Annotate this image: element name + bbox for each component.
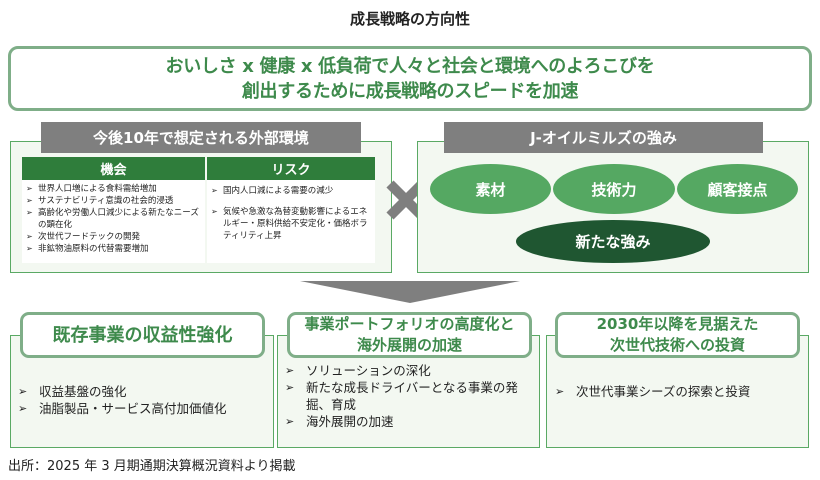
list-item-text: 国内人口減による需要の減少 (223, 186, 334, 196)
list-item: ➢ 非鉱物油原料の代替需要増加 (26, 243, 205, 255)
list-item-text: 海外展開の加速 (306, 414, 394, 429)
strategy-card-3-title: 2030年以降を見据えた 次世代技術への投資 (555, 312, 800, 358)
opportunities-panel: 機会 ➢ 世界人口増による食料需給増加 ➢ サステナビリティ意識の社会的浸透 ➢ 高齢… (22, 157, 205, 263)
arrow-bullet-icon: ➢ (26, 184, 33, 193)
strategy-title-line: 既存事業の収益性強化 (52, 324, 233, 346)
arrow-bullet-icon: ➢ (26, 232, 33, 241)
list-item: ➢ 新たな成長ドライバーとなる事業の発掘、育成 (281, 379, 539, 413)
list-item-text: 油脂製品・サービス高付加価値化 (39, 401, 227, 416)
down-arrow-icon (300, 281, 520, 303)
list-item: ➢ 気候や急激な為替変動影響によるエネルギー・原料供給不安定化・価格ボラティリティ… (211, 206, 375, 242)
strategy-card-2-list: ➢ ソリューションの深化 ➢ 新たな成長ドライバーとなる事業の発掘、育成 ➢ 海外展開… (281, 362, 539, 430)
strength-customer-contact: 顧客接点 (677, 164, 798, 214)
vision-line-1: おいしさ x 健康 x 低負荷で人々と社会と環境へのよろこびを (165, 55, 655, 77)
arrow-bullet-icon: ➢ (26, 196, 33, 205)
strategy-title-line: 次世代技術への投資 (609, 336, 745, 354)
arrow-bullet-icon: ➢ (211, 207, 218, 216)
risks-panel: リスク ➢ 国内人口減による需要の減少 ➢ 気候や急激な為替変動影響によるエネルギー… (207, 157, 375, 263)
list-item-text: 次世代事業シーズの探索と投資 (576, 384, 751, 399)
vision-statement-box: おいしさ x 健康 x 低負荷で人々と社会と環境へのよろこびを 創出するために成… (8, 46, 812, 111)
arrow-bullet-icon: ➢ (211, 186, 218, 195)
list-item: ➢ サステナビリティ意識の社会的浸透 (26, 195, 205, 207)
arrow-bullet-icon: ➢ (555, 385, 565, 398)
arrow-bullet-icon: ➢ (26, 244, 33, 253)
list-item-text: 新たな成長ドライバーとなる事業の発掘、育成 (306, 380, 518, 412)
list-item: ➢ 海外展開の加速 (281, 413, 539, 430)
list-item-text: 非鉱物油原料の代替需要増加 (38, 244, 149, 254)
list-item: ➢ 高齢化や労働人口減少による新たなニーズの顕在化 (26, 207, 205, 231)
arrow-bullet-icon: ➢ (18, 402, 28, 415)
risks-header: リスク (207, 157, 375, 180)
strategy-card-1-title: 既存事業の収益性強化 (20, 312, 265, 358)
strategy-title-line: 2030年以降を見据えた (596, 315, 759, 333)
list-item: ➢ ソリューションの深化 (281, 362, 539, 379)
arrow-bullet-icon: ➢ (18, 385, 28, 398)
arrow-bullet-icon: ➢ (285, 364, 295, 377)
list-item-text: 次世代フードテックの開発 (38, 232, 141, 242)
list-item-text: ソリューションの深化 (306, 363, 431, 378)
page-title: 成長戦略の方向性 (349, 10, 470, 28)
strength-technology: 技術力 (553, 164, 675, 214)
arrow-bullet-icon: ➢ (285, 381, 295, 394)
strengths-header: J-オイルミルズの強み (444, 122, 763, 153)
list-item-text: 気候や急激な為替変動影響によるエネルギー・原料供給不安定化・価格ボラティリティ上… (223, 207, 368, 241)
strategy-card-2-title: 事業ポートフォリオの高度化と 海外展開の加速 (287, 312, 532, 358)
list-item: ➢ 世界人口増による食料需給増加 (26, 183, 205, 195)
strategy-card-1-list: ➢ 収益基盤の強化 ➢ 油脂製品・サービス高付加価値化 (14, 383, 272, 417)
list-item: ➢ 次世代フードテックの開発 (26, 231, 205, 243)
list-item: ➢ 収益基盤の強化 (14, 383, 272, 400)
strategy-title-line: 海外展開の加速 (356, 336, 462, 354)
strength-new: 新たな強み (516, 220, 710, 263)
vision-line-2: 創出するために成長戦略のスピードを加速 (241, 80, 579, 102)
list-item: ➢ 国内人口減による需要の減少 (211, 185, 375, 197)
list-item-text: 世界人口増による食料需給増加 (38, 184, 157, 194)
opportunities-header: 機会 (22, 157, 205, 180)
list-item-text: サステナビリティ意識の社会的浸透 (38, 196, 174, 206)
risks-list: ➢ 国内人口減による需要の減少 ➢ 気候や急激な為替変動影響によるエネルギー・原料供… (207, 180, 375, 242)
list-item-text: 収益基盤の強化 (39, 384, 127, 399)
list-item-text: 高齢化や労働人口減少による新たなニーズの顕在化 (38, 208, 199, 230)
list-item: ➢ 油脂製品・サービス高付加価値化 (14, 400, 272, 417)
source-note: 出所：2025 年 3 月期通期決算概況資料より掲載 (8, 459, 296, 474)
arrow-bullet-icon: ➢ (26, 208, 33, 217)
strategy-card-3-list: ➢ 次世代事業シーズの探索と投資 (551, 383, 806, 400)
strength-materials: 素材 (430, 164, 551, 214)
list-item: ➢ 次世代事業シーズの探索と投資 (551, 383, 806, 400)
arrow-bullet-icon: ➢ (285, 415, 295, 428)
opportunities-list: ➢ 世界人口増による食料需給増加 ➢ サステナビリティ意識の社会的浸透 ➢ 高齢化や労… (22, 180, 205, 255)
external-environment-header: 今後10年で想定される外部環境 (41, 122, 361, 153)
strategy-title-line: 事業ポートフォリオの高度化と (304, 315, 515, 333)
